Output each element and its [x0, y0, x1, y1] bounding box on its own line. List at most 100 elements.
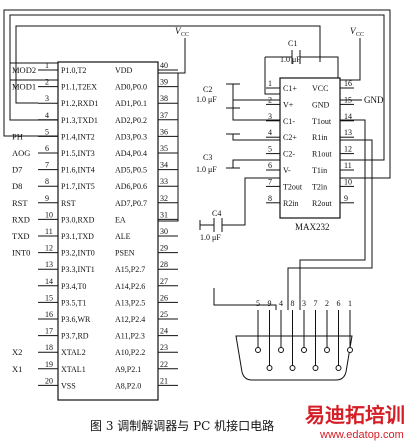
mcu-pin-number: 6: [45, 144, 49, 153]
max232-pin-number: 1: [268, 79, 272, 88]
mcu-chip: [57, 61, 159, 401]
mcu-pin-number: 29: [160, 244, 168, 253]
mcu-pin-name: AD4,P0.4: [115, 149, 147, 158]
max232-pin-number: 9: [344, 194, 348, 203]
mcu-pin-name: AD6,P0.6: [115, 182, 147, 191]
mcu-pin-signal: MOD2: [12, 65, 36, 75]
db9-pin-hole: [266, 365, 273, 371]
mcu-pin-signal: RXD: [12, 214, 30, 224]
mcu-pin-number: 32: [160, 194, 168, 203]
mcu-pin-number: 20: [45, 376, 53, 385]
db9-pin-number: 9: [268, 299, 272, 308]
db9-pin-hole: [335, 365, 342, 371]
mcu-pin-number: 2: [45, 78, 49, 87]
svg-text:CC: CC: [356, 32, 364, 38]
mcu-pin-name: A15,P2.7: [115, 265, 145, 274]
svg-text:V: V: [350, 26, 357, 36]
mcu-pin-name: EA: [115, 215, 126, 224]
mcu-left-pins: 1P1.0,T2MOD22P1.1,T2EXMOD13P1.2,RXD14P1.…: [12, 61, 98, 390]
mcu-pin-name: VSS: [61, 381, 76, 390]
mcu-pin-signal: D7: [12, 165, 22, 175]
mcu-pin-signal: INT0: [12, 248, 30, 258]
mcu-pin-number: 33: [160, 177, 168, 186]
mcu-pin-signal: X2: [12, 347, 22, 357]
mcu-pin-name: AD5,P0.5: [115, 166, 147, 175]
max232-pin-name: V+: [283, 100, 294, 109]
mcu-pin-name: XTAL1: [61, 365, 86, 374]
mcu-pin-number: 21: [160, 376, 168, 385]
db9-pin-number: 2: [325, 299, 329, 308]
mcu-pin-name: A10,P2.2: [115, 348, 145, 357]
svg-text:1.0 μF: 1.0 μF: [200, 233, 221, 242]
svg-text:C4: C4: [212, 209, 221, 218]
db9-pin-number: 4: [279, 299, 283, 308]
mcu-pin-name: P3.4,T0: [61, 282, 86, 291]
mcu-pin-number: 9: [45, 194, 49, 203]
mcu-pin-name: P3.0,RXD: [61, 215, 95, 224]
db9-pin-number: 3: [302, 299, 306, 308]
mcu-pin-number: 19: [45, 360, 53, 369]
watermark-brand: 易迪拓培训: [305, 403, 405, 427]
db9-pin-number: 6: [337, 299, 341, 308]
mcu-pin-number: 11: [45, 227, 53, 236]
mcu-pin-name: P3.6,WR: [61, 315, 91, 324]
mcu-pin-name: P1.3,TXD1: [61, 116, 98, 125]
svg-text:C2: C2: [203, 85, 212, 94]
mcu-pin-signal: PH: [12, 131, 23, 141]
mcu-pin-number: 4: [45, 111, 49, 120]
mcu-pin-name: AD3,P0.3: [115, 132, 147, 141]
max232-pin-name: C2+: [283, 133, 297, 142]
max232-right-pins: 16VCC15GND14T1out13R1in12R1out11T1in10T2…: [312, 79, 354, 208]
mcu-pin-name: P1.6,INT4: [61, 166, 95, 175]
capacitor-c4: C4 1.0 μF: [199, 209, 223, 242]
db9-pin-hole: [347, 347, 353, 353]
mcu-pin-name: XTAL2: [61, 348, 86, 357]
mcu-pin-number: 7: [45, 161, 49, 170]
max232-pin-number: 15: [344, 95, 352, 104]
max232-pin-number: 12: [344, 145, 352, 154]
mcu-pin-number: 23: [160, 343, 168, 352]
mcu-pin-signal: RST: [12, 198, 28, 208]
max232-pin-name: R1out: [312, 150, 332, 159]
mcu-pin-name: P3.2,INT0: [61, 249, 95, 258]
mcu-pin-name: P1.4,INT2: [61, 132, 95, 141]
mcu-pin-name: AD7,P0.7: [115, 199, 147, 208]
db9-pin-hole: [301, 347, 307, 353]
max232-gnd-label: GND: [364, 95, 384, 105]
mcu-pin-name: AD1,P0.1: [115, 99, 147, 108]
mcu-pin-number: 13: [45, 260, 53, 269]
max232-pin-name: V-: [283, 166, 291, 175]
max232-pin-number: 10: [344, 177, 352, 186]
mcu-pin-name: P1.2,RXD1: [61, 99, 98, 108]
max232-pin-number: 2: [268, 95, 272, 104]
mcu-pin-name: ALE: [115, 232, 131, 241]
mcu-pin-number: 39: [160, 78, 168, 87]
mcu-pin-number: 10: [45, 210, 53, 219]
svg-text:1.0 μF: 1.0 μF: [196, 95, 217, 104]
mcu-pin-number: 5: [45, 127, 49, 136]
mcu-pin-number: 22: [160, 360, 168, 369]
mcu-pin-number: 36: [160, 127, 168, 136]
mcu-pin-name: A9,P2.1: [115, 365, 141, 374]
max232-pin-number: 4: [268, 128, 272, 137]
max232-pin-number: 8: [268, 194, 272, 203]
mcu-pin-name: A13,P2.5: [115, 298, 145, 307]
mcu-pin-signal: MOD1: [12, 82, 36, 92]
max232-name: MAX232: [295, 222, 330, 232]
mcu-pin-number: 40: [160, 61, 168, 70]
max232-pin-number: 13: [344, 128, 352, 137]
db9-pin-hole: [278, 347, 284, 353]
mcu-pin-name: A11,P2.3: [115, 332, 145, 341]
max232-pin-number: 6: [268, 161, 272, 170]
mcu-pin-number: 16: [45, 310, 53, 319]
max232-pin-number: 5: [268, 145, 272, 154]
mcu-pin-name: AD2,P0.2: [115, 116, 147, 125]
mcu-pin-number: 14: [45, 277, 53, 286]
vcc-label-mcu: V CC: [175, 26, 189, 38]
max232-pin-number: 16: [344, 79, 352, 88]
mcu-pin-number: 8: [45, 177, 49, 186]
capacitor-c2: C2 1.0 μF: [196, 83, 240, 109]
mcu-pin-number: 26: [160, 293, 168, 302]
